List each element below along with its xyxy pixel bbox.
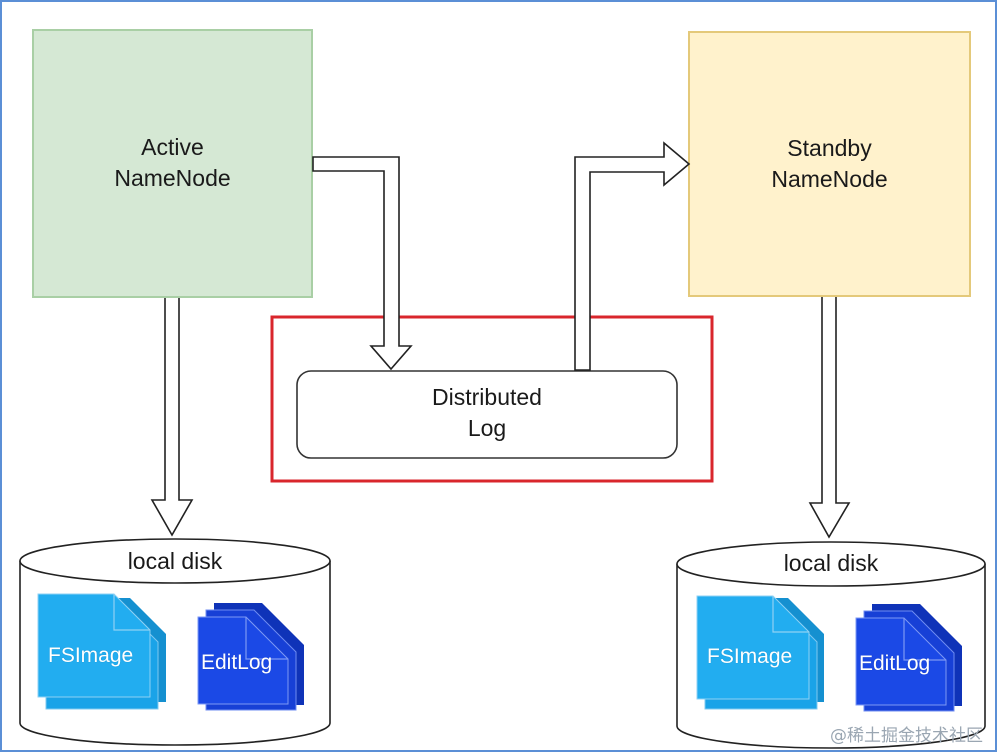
active-namenode-box	[32, 29, 313, 298]
left-editlog-icon	[197, 603, 304, 711]
standby-namenode-box	[688, 31, 971, 297]
distributed-log-line2: Log	[467, 415, 507, 441]
active-namenode-label: Active NameNode	[33, 132, 312, 194]
left-disk-label: local disk	[127, 548, 223, 574]
highlight-box	[270, 315, 714, 483]
arrow-log-to-standby	[574, 141, 691, 371]
right-editlog-label: EditLog	[859, 652, 931, 675]
right-fsimage-icon	[696, 595, 824, 710]
left-fsimage-label: FSImage	[48, 644, 134, 667]
standby-namenode-line1: Standby	[787, 135, 872, 161]
watermark: @稀土掘金技术社区	[830, 726, 983, 746]
arrow-active-to-disk	[150, 298, 194, 537]
right-fsimage-label: FSImage	[707, 645, 793, 668]
active-namenode-line1: Active	[141, 134, 204, 160]
arrow-standby-to-disk	[808, 297, 851, 539]
distributed-log-box	[296, 370, 678, 459]
distributed-log-line1: Distributed	[432, 384, 542, 410]
arrow-active-to-log	[312, 156, 413, 371]
active-namenode-line2: NameNode	[114, 165, 231, 191]
standby-namenode-line2: NameNode	[771, 166, 888, 192]
left-editlog-label: EditLog	[201, 651, 273, 674]
right-disk-label: local disk	[783, 550, 879, 576]
right-editlog-icon	[855, 604, 962, 712]
standby-namenode-label: Standby NameNode	[689, 133, 970, 195]
left-fsimage-icon	[37, 593, 166, 710]
distributed-log-label: Distributed Log	[297, 382, 677, 444]
